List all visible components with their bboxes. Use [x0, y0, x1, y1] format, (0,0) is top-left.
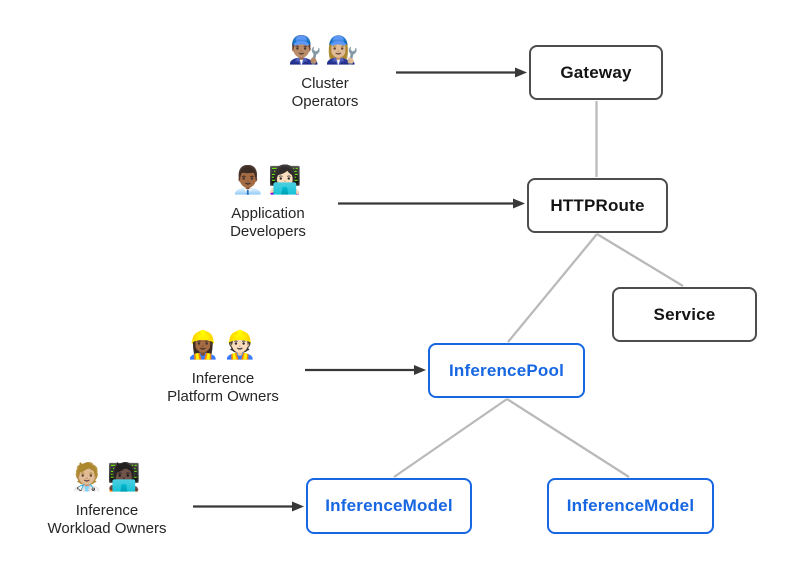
node-inferencemodel-left: InferenceModel [306, 478, 472, 534]
node-service-label: Service [653, 304, 716, 324]
actor-label-line: Cluster [301, 75, 349, 93]
connector-inferencepool-model-left [393, 398, 508, 478]
actor-label-line: Inference [191, 370, 255, 388]
actor-label-line: Platform Owners [167, 387, 279, 405]
connector-httproute-service [596, 233, 684, 287]
connector-httproute-inferencepool [507, 233, 598, 343]
connector-inferencepool-model-right [506, 398, 630, 478]
node-gateway: Gateway [529, 45, 663, 100]
actor-label-line: Operators [291, 92, 359, 110]
actor-inference-workload-owners-label: Inference Workload Owners [17, 502, 197, 537]
actor-label-line: Inference [75, 502, 139, 520]
inference-platform-owners-emoji-icon: 👷🏾‍♀️👷🏻 [186, 330, 260, 360]
actor-application-developers: 👨🏾‍💼👩🏻‍💻 Application Developers [178, 165, 358, 240]
actor-cluster-operators: 👨🏽‍🔧👩🏼‍🔧 Cluster Operators [235, 35, 415, 110]
node-inferencemodel-left-label: InferenceModel [325, 496, 453, 515]
actor-inference-platform-owners-label: Inference Platform Owners [133, 370, 313, 405]
actor-inference-workload-owners: 🧑🏼‍⚕️🧑🏿‍💻 Inference Workload Owners [17, 462, 197, 537]
actor-application-developers-label: Application Developers [178, 205, 358, 240]
actor-label-line: Workload Owners [47, 519, 167, 537]
actor-inference-platform-owners: 👷🏾‍♀️👷🏻 Inference Platform Owners [133, 330, 313, 405]
actor-label-line: Application [231, 205, 305, 223]
actor-cluster-operators-label: Cluster Operators [235, 75, 415, 110]
node-inferencepool: InferencePool [428, 343, 585, 398]
inference-workload-owners-emoji-icon: 🧑🏼‍⚕️🧑🏿‍💻 [70, 462, 144, 492]
node-httproute: HTTPRoute [527, 178, 668, 233]
node-inferencepool-label: InferencePool [448, 360, 565, 380]
node-service: Service [612, 287, 757, 342]
node-httproute-label: HTTPRoute [550, 195, 645, 215]
cluster-operators-emoji-icon: 👨🏽‍🔧👩🏼‍🔧 [288, 35, 362, 65]
node-inferencemodel-right: InferenceModel [547, 478, 714, 534]
node-inferencemodel-right-label: InferenceModel [566, 496, 695, 515]
application-developers-emoji-icon: 👨🏾‍💼👩🏻‍💻 [231, 165, 305, 195]
actor-label-line: Developers [230, 222, 306, 240]
node-gateway-label: Gateway [560, 62, 632, 82]
